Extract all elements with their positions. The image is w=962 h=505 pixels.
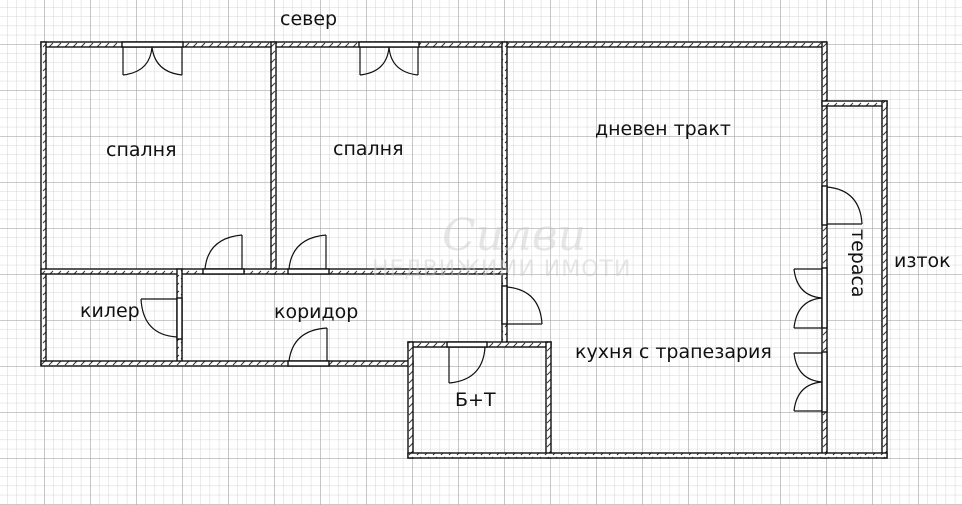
wall-segment: [407, 341, 414, 459]
wall-opening: [287, 360, 330, 367]
door-swing-icon: [288, 327, 328, 362]
door-swing-icon: [204, 234, 243, 270]
room-label-corridor: коридор: [274, 301, 359, 323]
room-label-bedroom-2: спалня: [333, 138, 404, 160]
wall-opening: [821, 351, 828, 413]
wall-opening: [287, 268, 330, 275]
room-label-bathroom: Б+Т: [455, 389, 496, 411]
room-label-kitchen: кухня с трапезария: [575, 341, 772, 363]
wall-opening: [121, 41, 184, 48]
doors: [121, 41, 863, 413]
room-label-living: дневен тракт: [595, 118, 731, 140]
door-swing-icon: [506, 286, 543, 325]
wall-segment: [881, 100, 888, 459]
room-label-terrace: тераса: [847, 229, 869, 298]
wall-opening: [821, 185, 828, 226]
wall-opening: [821, 267, 828, 329]
door-swing-icon: [140, 298, 178, 338]
wall-segment: [40, 268, 508, 275]
wall-opening: [501, 285, 508, 325]
wall-segment: [407, 452, 888, 459]
north-label: север: [280, 8, 338, 30]
wall-segment: [270, 41, 277, 275]
room-label-pantry: килер: [80, 300, 140, 322]
double-door-icon: [359, 46, 419, 76]
double-door-icon: [793, 268, 823, 329]
wall-opening: [176, 297, 183, 340]
wall-opening: [358, 41, 420, 48]
wall-segment: [821, 100, 888, 107]
wall-segment: [40, 360, 414, 367]
door-swing-icon: [288, 234, 327, 270]
room-label-bedroom-1: спалня: [106, 139, 177, 161]
wall-segment: [545, 341, 552, 459]
east-label: изток: [894, 250, 951, 272]
door-swing-icon: [448, 346, 486, 384]
wall-opening: [446, 341, 488, 348]
door-swing-icon: [826, 186, 863, 225]
wall-segment: [40, 41, 47, 366]
wall-opening: [202, 268, 245, 275]
double-door-icon: [122, 46, 183, 76]
double-door-icon: [793, 352, 823, 412]
